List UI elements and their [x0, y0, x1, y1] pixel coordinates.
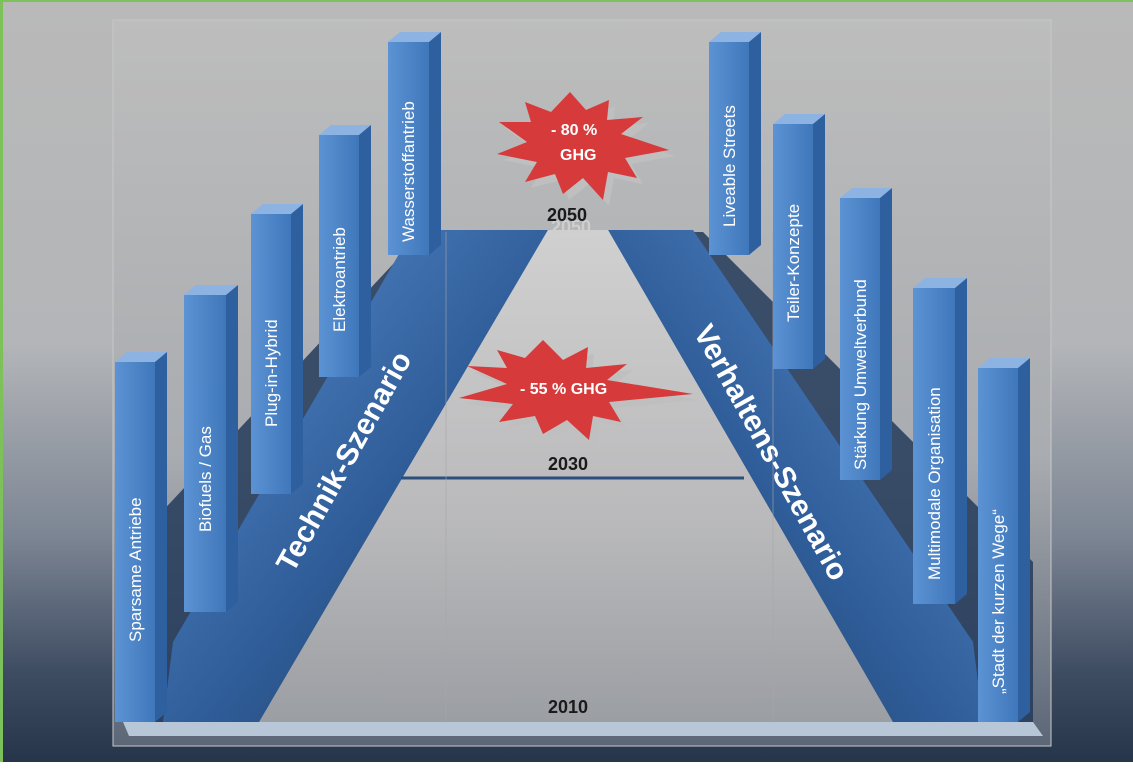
pillar-sparsame-antriebe: Sparsame Antriebe — [115, 352, 167, 722]
pillar-front — [319, 135, 359, 377]
pillar-elektroantrieb: Elektroantrieb — [319, 125, 371, 377]
pillar-front — [388, 42, 429, 255]
pillar-top — [115, 352, 167, 362]
pillar-side — [226, 285, 238, 612]
pillar-front — [978, 368, 1018, 722]
pillar-top — [773, 114, 825, 124]
burst-text-line2: GHG — [560, 147, 596, 164]
pillar-front — [913, 288, 955, 604]
pillar-front — [709, 42, 749, 255]
right-scenario-band — [608, 230, 983, 722]
burst-text-line1: - 80 % — [551, 122, 597, 139]
pillar-side — [155, 352, 167, 722]
pillar-side — [749, 32, 761, 255]
central-path — [259, 230, 893, 722]
pillar-side — [291, 204, 303, 494]
target-burst-2030: - 55 % GHG — [459, 340, 699, 446]
pillar-label: Elektroantrieb — [330, 227, 349, 332]
pillar-biofuels-gas: Biofuels / Gas — [184, 285, 238, 612]
pillar-label: Sparsame Antriebe — [126, 497, 145, 642]
pillar-label: „Stadt der kurzen Wege“ — [989, 509, 1008, 694]
left-scenario-band — [163, 230, 548, 722]
pillar-label: Multimodale Organisation — [925, 387, 944, 580]
pillar-top — [388, 32, 441, 42]
pillar-label: Liveable Streets — [720, 105, 739, 227]
pillar-front — [184, 295, 226, 612]
target-burst-2050: - 80 % GHG — [497, 92, 675, 206]
pillar-staerkung-umweltverbund: Stärkung Umweltverbund — [840, 188, 892, 480]
pillar-side — [1018, 358, 1030, 722]
pillar-top — [840, 188, 892, 198]
pillar-plug-in-hybrid: Plug-in-Hybrid — [251, 204, 303, 494]
year-label-2050: 2050 — [547, 205, 587, 225]
pillar-label: Wasserstoffantrieb — [399, 101, 418, 242]
pillar-front — [251, 214, 291, 494]
left-pillars: Sparsame Antriebe Biofuels / Gas Plug-in… — [115, 32, 441, 722]
pillar-top — [913, 278, 967, 288]
pillar-side — [359, 125, 371, 377]
burst-shape — [459, 340, 693, 440]
pillar-top — [251, 204, 303, 214]
pillar-top — [709, 32, 761, 42]
pillar-label: Teiler-Konzepte — [784, 204, 803, 322]
pillar-front — [115, 362, 155, 722]
burst-shape — [497, 92, 669, 200]
pillar-side — [955, 278, 967, 604]
pillar-side — [880, 188, 892, 480]
pillar-label: Plug-in-Hybrid — [262, 319, 281, 427]
scenario-diagram: Sparsame Antriebe Biofuels / Gas Plug-in… — [112, 19, 1052, 747]
pillar-side — [813, 114, 825, 369]
pillar-label: Stärkung Umweltverbund — [851, 279, 870, 470]
pillar-top — [319, 125, 371, 135]
year-label-2030: 2030 — [548, 454, 588, 474]
pillar-front — [840, 198, 880, 480]
pillar-label: Biofuels / Gas — [196, 426, 215, 532]
base-plate — [123, 722, 1043, 736]
year-label-2050-ghost: 2050 — [551, 217, 591, 237]
pillar-top — [184, 285, 238, 295]
pillar-wasserstoffantrieb: Wasserstoffantrieb — [388, 32, 441, 255]
right-pillars: Liveable Streets Teiler-Konzepte Stärkun… — [709, 32, 1030, 722]
pillar-multimodale-organisation: Multimodale Organisation — [913, 278, 967, 604]
pillar-top — [978, 358, 1030, 368]
pillar-teiler-konzepte: Teiler-Konzepte — [773, 114, 825, 369]
pillar-stadt-der-kurzen-wege: „Stadt der kurzen Wege“ — [978, 358, 1030, 722]
year-label-2010: 2010 — [548, 697, 588, 717]
pillar-front — [773, 124, 813, 369]
pillar-side — [429, 32, 441, 255]
pillar-liveable-streets: Liveable Streets — [709, 32, 761, 255]
burst-text: - 55 % GHG — [520, 381, 607, 398]
